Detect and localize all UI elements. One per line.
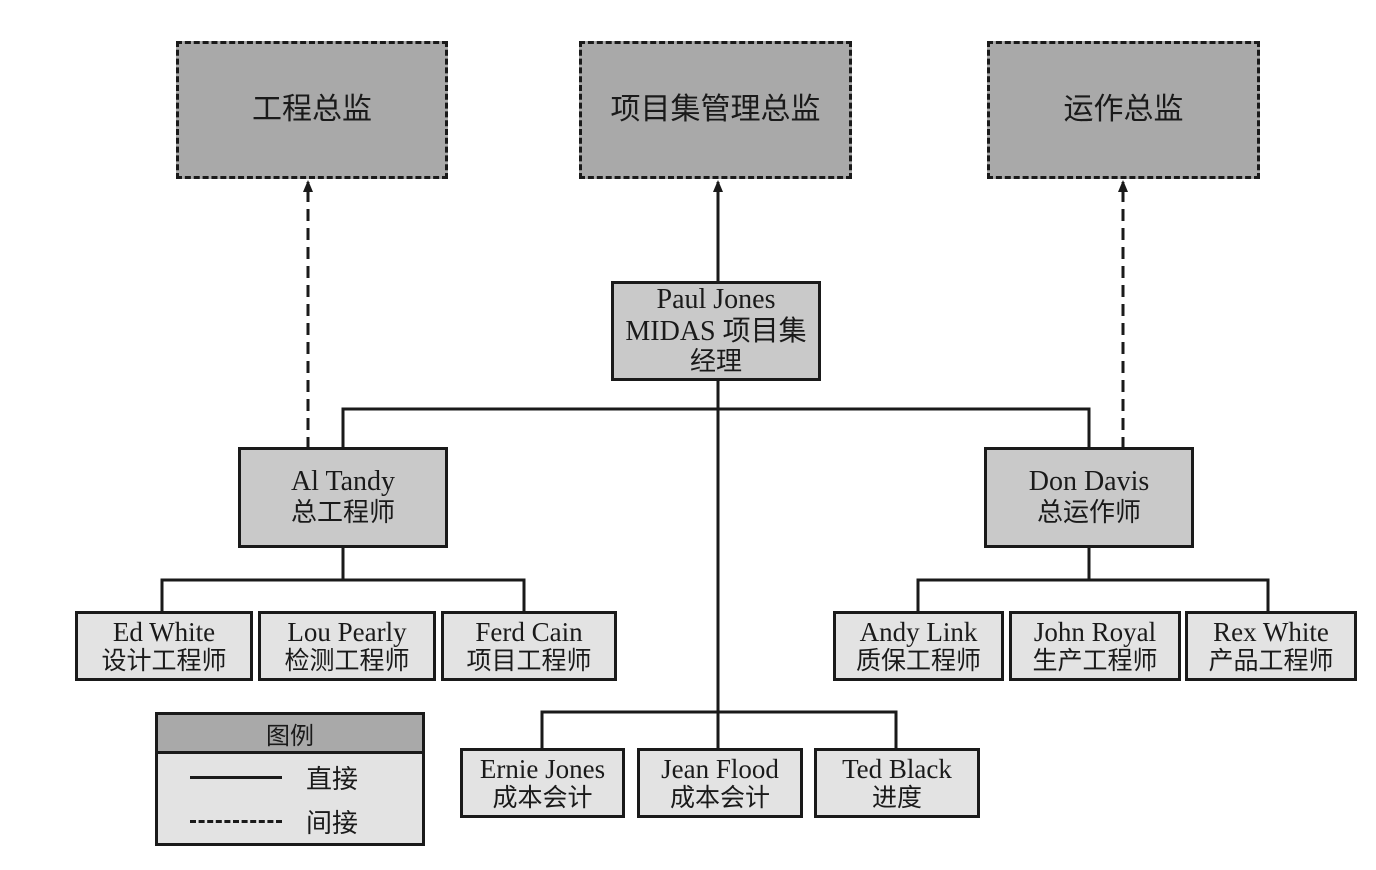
staff-title: 质保工程师 <box>855 646 981 676</box>
staff-title: 项目工程师 <box>466 646 592 676</box>
staff-title: 生产工程师 <box>1032 646 1158 676</box>
chief-operations-name: Don Davis <box>1028 466 1150 498</box>
program-manager-name: Paul Jones <box>656 283 776 315</box>
staff-box-lou-pearly: Lou Pearly 检测工程师 <box>258 611 436 681</box>
solid-line-swatch <box>190 776 282 779</box>
chief-engineer-title: 总工程师 <box>290 497 395 528</box>
program-manager-title-2: 经理 <box>689 347 742 378</box>
staff-name: Ted Black <box>842 753 952 784</box>
legend: 图例 直接 间接 <box>155 712 425 846</box>
staff-box-ed-white: Ed White 设计工程师 <box>75 611 253 681</box>
staff-title: 检测工程师 <box>284 646 410 676</box>
staff-title: 产品工程师 <box>1208 646 1334 676</box>
staff-box-rex-white: Rex White 产品工程师 <box>1185 611 1357 681</box>
staff-title: 成本会计 <box>669 783 770 813</box>
staff-box-ferd-cain: Ferd Cain 项目工程师 <box>441 611 617 681</box>
staff-name: Jean Flood <box>661 753 779 784</box>
staff-title: 进度 <box>871 783 922 813</box>
legend-row-indirect: 间接 <box>190 803 358 840</box>
dashed-line-swatch <box>190 820 282 823</box>
legend-direct-label: 直接 <box>306 765 359 795</box>
chief-engineer-name: Al Tandy <box>290 466 396 498</box>
staff-box-ted-black: Ted Black 进度 <box>814 748 980 818</box>
staff-name: Lou Pearly <box>287 616 407 647</box>
staff-name: Andy Link <box>859 616 978 647</box>
chief-operations-box: Don Davis 总运作师 <box>984 447 1194 548</box>
staff-name: Ernie Jones <box>479 753 606 784</box>
legend-row-direct: 直接 <box>190 759 358 796</box>
chief-engineer-box: Al Tandy 总工程师 <box>238 447 448 548</box>
pm-to-program-staff-line <box>540 710 898 749</box>
staff-title: 成本会计 <box>492 783 593 813</box>
program-director-label: 项目集管理总监 <box>610 91 821 127</box>
staff-box-jean-flood: Jean Flood 成本会计 <box>637 748 803 818</box>
ops-to-staff-line <box>916 547 1270 612</box>
pm-to-managers-line <box>341 407 1091 449</box>
staff-name: Ferd Cain <box>475 616 583 647</box>
program-director-box: 项目集管理总监 <box>579 41 852 179</box>
operations-director-label: 运作总监 <box>1063 91 1184 127</box>
staff-name: John Royal <box>1033 616 1157 647</box>
program-manager-title-1: MIDAS 项目集 <box>625 316 807 348</box>
staff-title: 设计工程师 <box>101 646 227 676</box>
staff-name: Ed White <box>112 616 216 647</box>
staff-box-john-royal: John Royal 生产工程师 <box>1009 611 1181 681</box>
engineer-to-staff-line <box>160 547 526 612</box>
engineering-director-label: 工程总监 <box>252 91 372 127</box>
chief-operations-title: 总运作师 <box>1036 497 1141 528</box>
staff-box-ernie-jones: Ernie Jones 成本会计 <box>460 748 625 818</box>
engineering-director-box: 工程总监 <box>176 41 448 179</box>
program-manager-box: Paul Jones MIDAS 项目集 经理 <box>611 281 821 381</box>
staff-name: Rex White <box>1213 616 1329 647</box>
staff-box-andy-link: Andy Link 质保工程师 <box>833 611 1004 681</box>
legend-indirect-label: 间接 <box>306 809 359 839</box>
legend-title: 图例 <box>158 715 422 754</box>
operations-director-box: 运作总监 <box>987 41 1260 179</box>
